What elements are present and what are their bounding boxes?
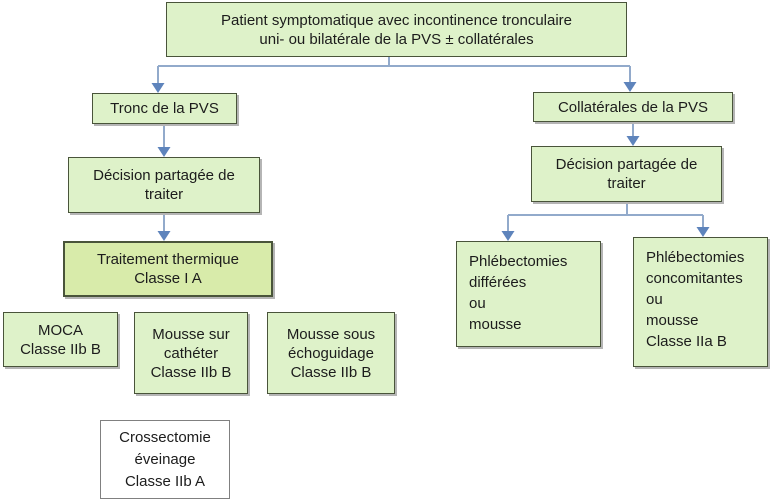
box-tronc-pvs: Tronc de la PVS xyxy=(92,93,237,124)
box-mousse-catheter-label: Mousse sur cathéter Classe IIb B xyxy=(150,325,232,381)
box-patient-symptomatique: Patient symptomatique avec incontinence … xyxy=(166,2,627,57)
box-decision-partagee-gauche: Décision partagée de traiter xyxy=(68,157,260,213)
box-phlebectomies-differees-label: Phlébectomies différées ou mousse xyxy=(469,253,568,333)
box-collaterales-pvs: Collatérales de la PVS xyxy=(533,92,733,122)
box-decision-partagee-droite-label: Décision partagée de traiter xyxy=(555,156,698,192)
box-phlebectomies-differees: Phlébectomies différées ou mousse xyxy=(456,241,601,347)
arrow-down-icon xyxy=(151,83,165,93)
box-moca-label: MOCA Classe IIb B xyxy=(20,321,101,358)
arrow-down-icon xyxy=(696,227,710,237)
arrow-down-icon xyxy=(626,136,640,146)
box-traitement-thermique: Traitement thermique Classe I A xyxy=(63,241,273,297)
box-moca: MOCA Classe IIb B xyxy=(3,312,118,367)
box-patient-symptomatique-label: Patient symptomatique avec incontinence … xyxy=(220,11,573,48)
box-phlebectomies-concomitantes-label: Phlébectomies concomitantes ou mousse Cl… xyxy=(646,249,745,350)
arrow-down-icon xyxy=(501,231,515,241)
box-tronc-pvs-label: Tronc de la PVS xyxy=(110,100,219,117)
box-traitement-thermique-label: Traitement thermique Classe I A xyxy=(96,251,239,287)
box-phlebectomies-concomitantes: Phlébectomies concomitantes ou mousse Cl… xyxy=(633,237,768,367)
arrow-down-icon xyxy=(157,231,171,241)
box-decision-partagee-gauche-label: Décision partagée de traiter xyxy=(93,167,235,203)
box-mousse-catheter: Mousse sur cathéter Classe IIb B xyxy=(134,312,248,394)
box-collaterales-pvs-label: Collatérales de la PVS xyxy=(557,98,709,116)
box-mousse-echoguidage: Mousse sous échoguidage Classe IIb B xyxy=(267,312,395,394)
box-crossectomie-eveinage: Crossectomie éveinage Classe IIb A xyxy=(100,420,230,499)
box-mousse-echoguidage-label: Mousse sous échoguidage Classe IIb B xyxy=(286,325,376,381)
arrow-down-icon xyxy=(157,147,171,157)
arrow-down-icon xyxy=(623,82,637,92)
box-decision-partagee-droite: Décision partagée de traiter xyxy=(531,146,722,202)
box-crossectomie-eveinage-label: Crossectomie éveinage Classe IIb A xyxy=(119,428,211,490)
